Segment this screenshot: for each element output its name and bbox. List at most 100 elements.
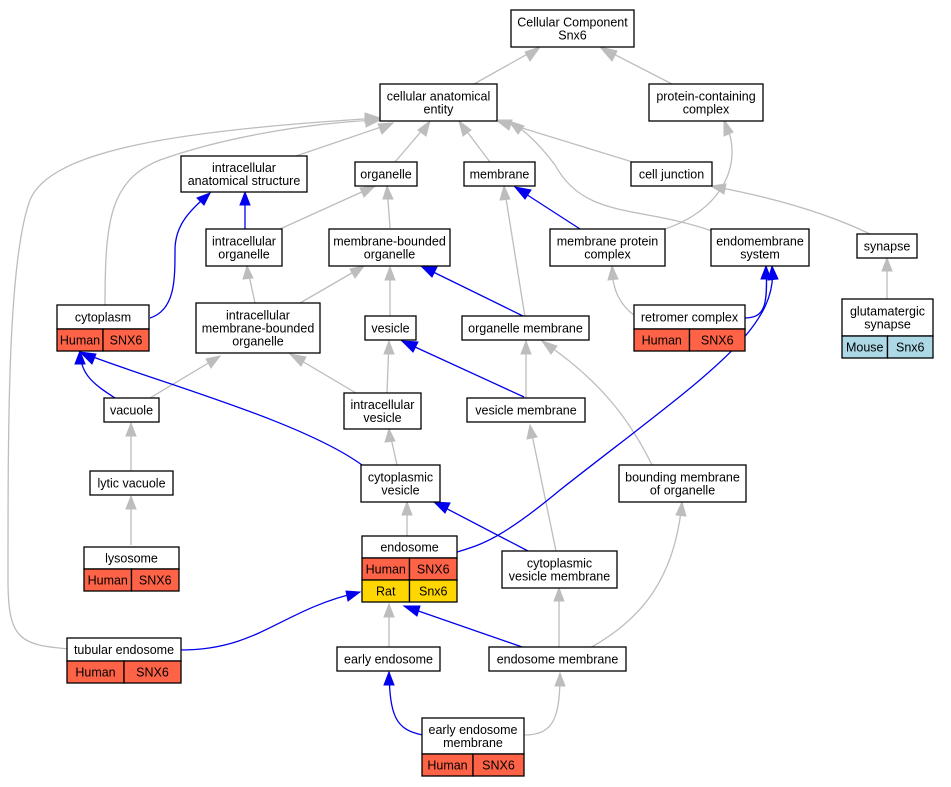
node-label: entity	[424, 103, 455, 117]
node-vesicle[interactable]: vesicle	[364, 315, 417, 341]
edge-organelle-to-cae	[394, 119, 431, 163]
edge-earlyend-to-endosome	[383, 602, 395, 647]
node-label: vesicle membrane	[475, 404, 576, 418]
node-orgmem[interactable]: organelle membrane	[461, 315, 590, 341]
edge-mpc-to-pcc	[661, 118, 734, 231]
node-synapse[interactable]: synapse	[856, 233, 918, 259]
edge-vacuole-to-cytoplasm	[74, 349, 116, 399]
edge-intves-to-imbo	[288, 353, 357, 394]
node-membrane[interactable]: membrane	[463, 161, 536, 187]
node-box	[618, 464, 747, 503]
edge-synapse-to-celljunction	[709, 183, 871, 235]
node-label: bounding membrane	[625, 471, 740, 485]
node-box	[463, 161, 536, 187]
edge-bmo-to-orgmem	[540, 340, 653, 466]
node-label: organelle	[364, 248, 415, 262]
edge-ias-to-cae	[295, 122, 395, 157]
node-label: intracellular	[351, 398, 415, 412]
node-label: early endosome	[344, 653, 433, 667]
node-box	[328, 228, 451, 267]
node-box	[841, 298, 934, 337]
node-box	[364, 315, 417, 341]
gene-symbol: SNX6	[482, 759, 515, 773]
node-label: organelle membrane	[468, 322, 583, 336]
edge-eem-to-earlyend	[383, 670, 424, 736]
edge-cytves-to-cytoplasm	[78, 351, 363, 466]
node-label: lysosome	[105, 552, 158, 566]
node-box	[336, 646, 441, 672]
edge-tubend-to-endosome	[179, 590, 362, 651]
node-label: intracellular	[212, 161, 276, 175]
node-label: endomembrane	[716, 235, 804, 249]
node-celljunction[interactable]: cell junction	[630, 161, 713, 187]
edge-lysosome-to-lytvac	[125, 494, 137, 545]
node-box	[421, 717, 525, 755]
gene-symbol: Snx6	[896, 341, 925, 355]
node-box	[205, 228, 283, 267]
node-vesmem[interactable]: vesicle membrane	[466, 397, 586, 423]
species-name: Human	[642, 334, 682, 348]
edge-eem-to-endmem	[524, 671, 566, 736]
node-box	[103, 397, 160, 423]
edge-vesmem-to-vesicle	[400, 340, 525, 398]
gene-cell	[130, 568, 180, 592]
node-box	[343, 392, 422, 430]
node-box	[56, 304, 150, 330]
species-name: Mouse	[846, 341, 884, 355]
edge-imbo-to-intorg	[242, 264, 256, 304]
node-lytvac[interactable]: lytic vacuole	[89, 470, 174, 496]
edge-cvm-to-cytves	[432, 501, 529, 552]
gene-symbol: SNX6	[136, 666, 169, 680]
node-earlyend[interactable]: early endosome	[336, 646, 441, 672]
edge-retromer-to-endomem	[744, 264, 772, 319]
node-organelle[interactable]: organelle	[354, 161, 418, 187]
node-label: complex	[584, 248, 631, 262]
gene-symbol: SNX6	[417, 563, 450, 577]
edge-tubend-to-cae	[7, 112, 382, 650]
edge-vesicle-to-mbo	[384, 265, 396, 316]
node-label: membrane-bounded	[202, 322, 315, 336]
node-box	[354, 161, 418, 187]
node-label: membrane	[470, 168, 530, 182]
node-vacuole[interactable]: vacuole	[103, 397, 160, 423]
edge-intves-to-vesicle	[383, 339, 395, 394]
edge-cytoplasm-to-ias	[149, 192, 212, 319]
edge-cytoplasm-to-cae	[104, 115, 382, 306]
node-label: Cellular Component	[517, 16, 628, 30]
node-box	[461, 315, 590, 341]
species-name: Human	[60, 334, 100, 348]
node-label: glutamatergic	[850, 305, 925, 319]
node-label: early endosome	[429, 723, 518, 737]
gene-symbol: SNX6	[701, 334, 734, 348]
node-endmem[interactable]: endosome membrane	[488, 646, 627, 672]
node-label: vesicle	[363, 411, 401, 425]
gene-cell	[408, 579, 458, 603]
node-label: organelle	[232, 335, 283, 349]
node-box	[630, 161, 713, 187]
edge-cae-to-root	[473, 46, 542, 85]
node-label: lytic vacuole	[97, 477, 165, 491]
node-box	[856, 233, 918, 259]
